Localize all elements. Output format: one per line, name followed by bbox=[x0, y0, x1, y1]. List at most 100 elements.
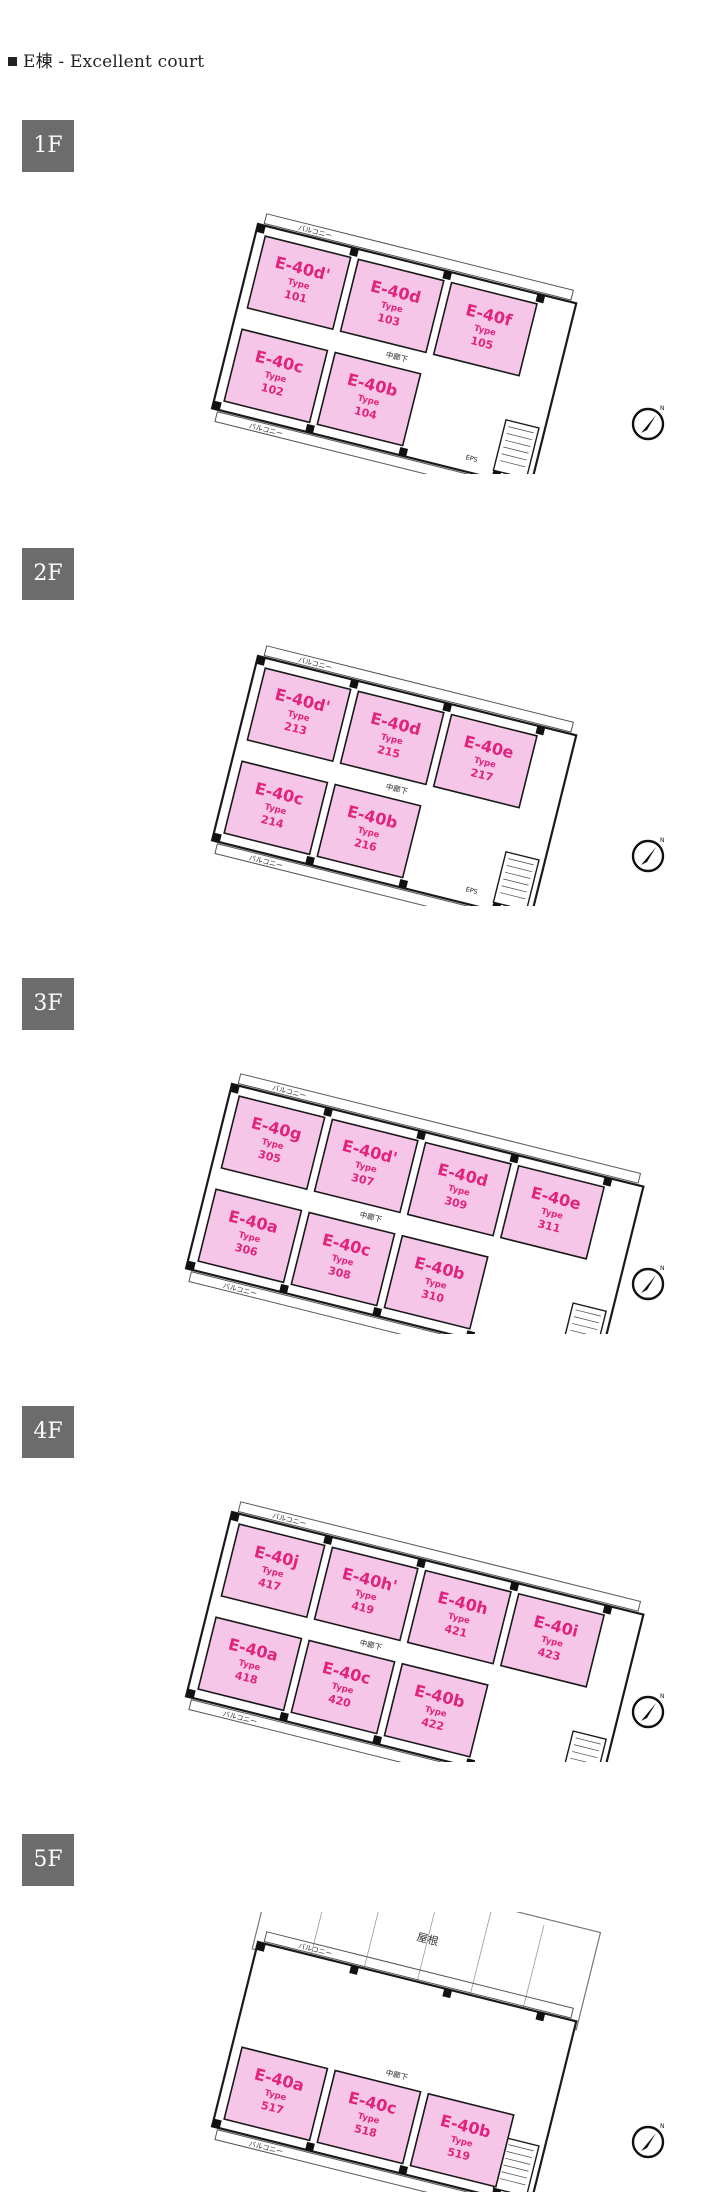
unit-room-number: 418 bbox=[234, 1669, 259, 1687]
balcony-bottom bbox=[188, 1699, 592, 1762]
unit-room-number: 309 bbox=[443, 1194, 468, 1212]
north-arrow-icon: N bbox=[631, 405, 665, 441]
structural-column bbox=[230, 1512, 240, 1522]
structural-column bbox=[186, 1260, 196, 1271]
structural-column bbox=[305, 855, 315, 866]
building-outline: バルコニーバルコニー中廊下EPSE-40gType305E-40d'Type30… bbox=[184, 1073, 645, 1334]
floor-plan-4f: バルコニーバルコニー中廊下EPSE-40jType417E-40h'Type41… bbox=[0, 1482, 720, 1762]
north-arrow-icon: N bbox=[631, 1693, 665, 1729]
stair-core bbox=[559, 1730, 607, 1762]
unit-room-number: 419 bbox=[350, 1599, 375, 1617]
unit-room-number: 519 bbox=[446, 2145, 471, 2163]
roof-label: 屋根 bbox=[415, 1930, 440, 1949]
structural-column bbox=[349, 247, 359, 257]
north-letter: N bbox=[660, 405, 665, 412]
structural-column bbox=[442, 270, 453, 281]
eps-label: EPS bbox=[465, 885, 479, 896]
unit-room-number: 215 bbox=[376, 743, 401, 761]
structural-column bbox=[256, 224, 266, 234]
north-arrow-icon: N bbox=[631, 2123, 665, 2159]
unit-room-number: 217 bbox=[469, 766, 494, 784]
structural-column bbox=[491, 902, 502, 906]
structural-column bbox=[212, 400, 222, 411]
floor-plan-3f: バルコニーバルコニー中廊下EPSE-40gType305E-40d'Type30… bbox=[0, 1054, 720, 1334]
building-outline: バルコニーバルコニー中廊下EPSE-40jType417E-40h'Type41… bbox=[184, 1501, 645, 1762]
unit-room-number: 308 bbox=[327, 1264, 352, 1282]
balcony-top bbox=[263, 645, 574, 733]
balcony-top bbox=[263, 1931, 574, 2019]
structural-column bbox=[372, 1307, 383, 1317]
structural-column bbox=[535, 725, 546, 736]
structural-column bbox=[186, 1688, 196, 1699]
structural-column bbox=[372, 1735, 383, 1745]
structural-column bbox=[212, 832, 222, 843]
structural-column bbox=[212, 2118, 222, 2129]
unit-room-number: 417 bbox=[257, 1576, 282, 1594]
unit-room-number: 216 bbox=[353, 836, 379, 854]
structural-column bbox=[535, 2011, 546, 2022]
building-outline: 屋根バルコニーバルコニー中廊下EPSE-40aType517E-40cType5… bbox=[210, 1912, 602, 2192]
structural-column bbox=[509, 1153, 520, 1164]
floor-badge-2f: 2F bbox=[22, 548, 74, 600]
structural-column bbox=[442, 1988, 453, 1999]
structural-column bbox=[465, 1330, 476, 1334]
structural-column bbox=[230, 1084, 240, 1094]
unit-room-number: 214 bbox=[260, 813, 286, 831]
balcony-top bbox=[263, 213, 574, 301]
structural-column bbox=[305, 2141, 315, 2152]
unit-room-number: 102 bbox=[260, 381, 285, 399]
page-title: E棟 - Excellent court bbox=[8, 47, 204, 72]
structural-column bbox=[491, 470, 502, 474]
unit-room-number: 305 bbox=[257, 1148, 282, 1166]
north-letter: N bbox=[660, 2123, 665, 2130]
floor-badge-1f: 1F bbox=[22, 120, 74, 172]
north-letter: N bbox=[660, 1265, 665, 1272]
balcony-bottom bbox=[214, 411, 525, 474]
structural-column bbox=[398, 447, 409, 457]
structural-column bbox=[602, 1604, 613, 1615]
unit-room-number: 307 bbox=[350, 1171, 375, 1189]
unit-room-number: 422 bbox=[420, 1715, 445, 1733]
structural-column bbox=[323, 1107, 333, 1117]
page-title-text: E棟 - Excellent court bbox=[23, 52, 205, 72]
structural-column bbox=[442, 702, 453, 713]
square-bullet-icon bbox=[8, 57, 17, 66]
unit-room-number: 517 bbox=[260, 2099, 285, 2117]
structural-column bbox=[279, 1711, 289, 1722]
north-arrow-icon: N bbox=[631, 837, 665, 873]
unit-room-number: 423 bbox=[536, 1645, 561, 1663]
structural-column bbox=[349, 1965, 359, 1975]
